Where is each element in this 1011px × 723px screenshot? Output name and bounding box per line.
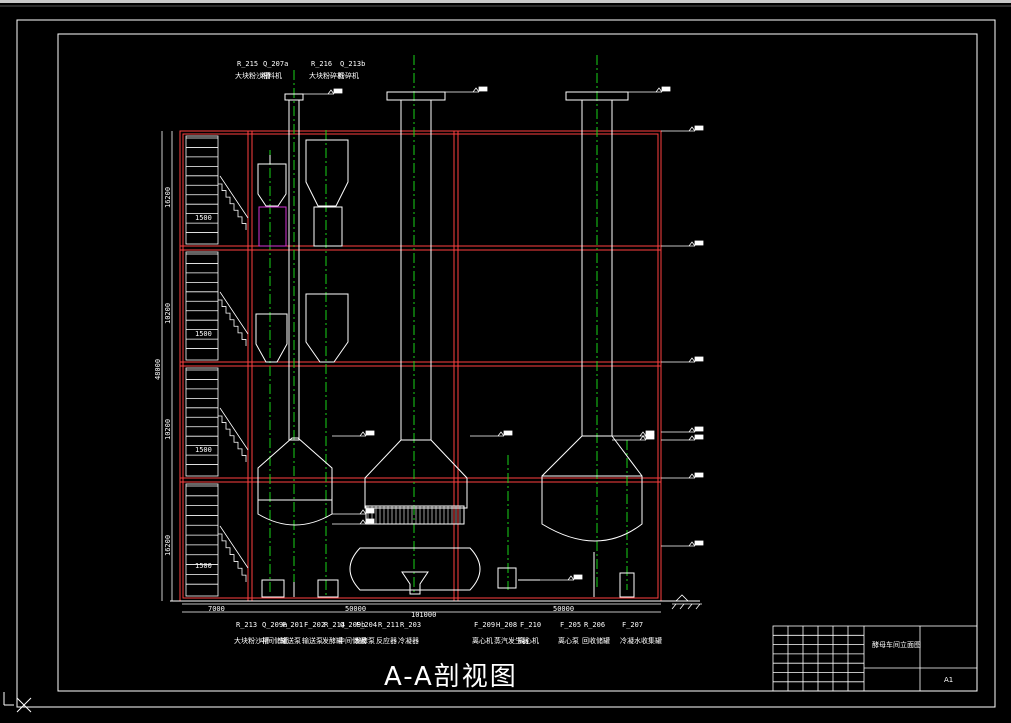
bottom-label-name-2: 输送泵 [280, 637, 301, 645]
bottom-label-code-12: F_205 [560, 621, 582, 629]
bottom-label-code-13: R_206 [584, 621, 606, 629]
dim-vertical-1: 10200 [164, 302, 172, 324]
outer-frame [16, 19, 996, 708]
bottom-label-code-14: F_207 [622, 621, 644, 629]
tower-center [400, 99, 432, 441]
dim-vertical-2: 10200 [164, 418, 172, 440]
inner-frame [57, 33, 978, 692]
bottom-label-name-6: 发酵泵 [354, 637, 375, 645]
dim-vertical-3: 16200 [164, 534, 172, 556]
bottom-label-name-10: 蒸汽发生器 [494, 637, 529, 645]
bottom-label-code-4: R_214 [324, 621, 346, 629]
bottom-label-name-7: 反应器 [376, 637, 397, 645]
pump-base-3 [619, 572, 635, 598]
dim-horizontal-0: 7000 [208, 605, 225, 613]
pump-base-1 [261, 579, 285, 598]
bottom-label-name-13: 回收储罐 [582, 637, 610, 645]
viewport-top-edge [0, 0, 1011, 3]
bottom-label-code-11: F_210 [520, 621, 542, 629]
floor-note-3: 1500 [195, 562, 212, 570]
title-block [772, 625, 978, 692]
reactor-left [257, 437, 333, 526]
tower-center-cap [386, 91, 446, 101]
ucs-icon [3, 692, 32, 713]
hopper-stand-upper-left [258, 206, 287, 247]
horizontal-tank [349, 547, 481, 591]
dimension-lines [161, 131, 661, 613]
tower-center-cone [364, 439, 468, 509]
bottom-label-code-3: F_202 [304, 621, 326, 629]
bottom-label-name-8: 冷凝器 [398, 637, 419, 645]
hopper-mid-left [255, 313, 288, 363]
bottom-label-code-9: F_209 [474, 621, 496, 629]
hopper-upper-left [257, 163, 287, 207]
bottom-label-name-12: 离心泵 [558, 637, 579, 645]
bottom-label-name-1: 中间储罐 [260, 637, 288, 645]
bottom-label-name-9: 离心机 [472, 637, 493, 645]
floor-note-0: 1500 [195, 214, 212, 222]
top-label-code-1: Q_207a [263, 60, 289, 68]
bottom-label-name-11: 离心机 [518, 637, 539, 645]
bottom-label-code-5: Q_209b [340, 621, 366, 629]
top-label-code-2: R_216 [311, 60, 333, 68]
bottom-label-code-8: R_203 [400, 621, 422, 629]
bottom-label-name-4: 发酵罐 [322, 637, 343, 645]
bottom-label-name-3: 输送泵 [302, 637, 323, 645]
equipment [255, 91, 643, 598]
dim-vertical-0: 16200 [164, 186, 172, 208]
pump-right [497, 567, 517, 589]
dim-horizontal-total: 101000 [411, 611, 437, 619]
hopper-stand-upper-right [313, 206, 343, 247]
ground-symbol [671, 594, 702, 610]
floor-note-1: 1500 [195, 330, 212, 338]
bottom-label-code-7: R_211 [378, 621, 400, 629]
top-label-name-2: 大块粉碎机 [309, 72, 344, 80]
bottom-label-name-0: 大块粉沙槽 [234, 637, 269, 645]
title-block-sheet: A1 [944, 676, 954, 684]
dim-horizontal-2: 50000 [553, 605, 575, 613]
dim-horizontal-1: 50000 [345, 605, 367, 613]
title-block-title: 酵母车间立面图 [872, 641, 921, 649]
floor-note-2: 1500 [195, 446, 212, 454]
bottom-label-name-5: 中间储罐 [338, 637, 366, 645]
top-label-name-3: 粉碎机 [338, 72, 359, 80]
bottom-label-code-6: F_204 [356, 621, 378, 629]
pump-base-2 [317, 579, 339, 598]
top-label-name-1: 粉料机 [261, 72, 282, 80]
staircase [185, 135, 249, 597]
top-label-name-0: 大块粉沙槽 [235, 72, 270, 80]
top-label-code-0: R_215 [237, 60, 259, 68]
tower-right-cap [565, 91, 629, 101]
building-frame [179, 130, 662, 602]
tower-center-grid [365, 505, 465, 525]
drawing-caption: A-A剖视图 [384, 662, 518, 692]
bottom-label-code-1: Q_209a [262, 621, 288, 629]
top-label-code-3: Q_213b [340, 60, 366, 68]
hopper-upper-right [305, 139, 349, 207]
centerlines [269, 55, 628, 595]
elevation-markers [300, 86, 704, 581]
hopper-mid-right [305, 293, 349, 363]
tower-right-vessel [541, 435, 643, 542]
pipe-cap-1 [284, 93, 304, 101]
bottom-label-code-0: R_213 [236, 621, 258, 629]
dim-vertical-total: 48000 [154, 358, 162, 380]
bottom-label-name-14: 冷凝水收集罐 [620, 637, 662, 645]
bottom-label-code-2: F_201 [282, 621, 304, 629]
bottom-label-code-10: H_208 [496, 621, 518, 629]
discharge-funnel [401, 571, 429, 595]
